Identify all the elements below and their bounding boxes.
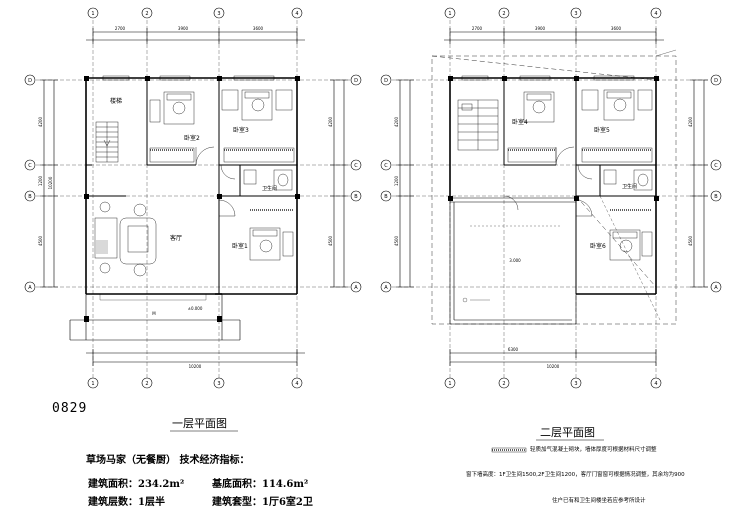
room-label-stair: 楼梯 (110, 97, 122, 105)
svg-text:C: C (714, 163, 718, 169)
svg-text:C: C (384, 163, 388, 169)
svg-text:A: A (354, 285, 358, 291)
svg-text:4500: 4500 (328, 235, 333, 246)
building-floors: 建筑层数：1层半 (88, 497, 165, 508)
svg-text:2: 2 (145, 11, 148, 17)
svg-text:1: 1 (448, 11, 451, 17)
first-floor-plan (24, 7, 362, 389)
svg-text:3: 3 (217, 381, 220, 387)
base-area: 基底面积：114.6m² (212, 479, 309, 490)
svg-text:B: B (384, 194, 388, 200)
axis-label: 1 (91, 11, 94, 17)
room-label-living: 客厅 (170, 234, 182, 242)
svg-text:C: C (354, 163, 358, 169)
svg-text:4: 4 (654, 11, 657, 17)
svg-text:D: D (384, 78, 388, 84)
dim-bottom-total: 10200 (189, 364, 202, 369)
building-area: 建筑面积：234.2m² (88, 479, 185, 490)
room-label-bath-2f: 卫生间 (622, 183, 637, 190)
level-mark-2f: 3.000 (509, 258, 521, 263)
building-type: 建筑套型：1厅6室2卫 (212, 497, 313, 508)
first-floor-title: 一层平面图 (172, 417, 227, 430)
svg-text:2: 2 (502, 381, 505, 387)
door-m-label: M (152, 311, 156, 316)
svg-text:B: B (354, 194, 358, 200)
svg-text:4500: 4500 (394, 235, 399, 246)
svg-text:4500: 4500 (688, 235, 693, 246)
dim-bottom-2f-1: 6300 (508, 347, 519, 352)
svg-text:C: C (28, 163, 32, 169)
svg-text:4200: 4200 (38, 116, 43, 127)
note-bath: 住户已有和卫生间楼坐若应参考所设计 (552, 498, 646, 504)
dim-top-1: 2700 (115, 26, 126, 31)
svg-text:10200: 10200 (48, 176, 53, 189)
svg-text:A: A (384, 285, 388, 291)
room-label-bed6: 卧室6 (590, 242, 606, 250)
second-floor-title: 二层平面图 (540, 426, 595, 439)
svg-text:1200: 1200 (38, 175, 43, 186)
note-wall: 轻质加气混凝土砌块，墙体厚度可根据材料尺寸调整 (530, 447, 657, 453)
svg-text:A: A (714, 285, 718, 291)
svg-text:B: B (28, 194, 32, 200)
tech-heading: 草场马家（无餐厨） 技术经济指标： (86, 455, 250, 466)
room-label-bed1: 卧室1 (232, 242, 248, 250)
svg-text:3900: 3900 (535, 26, 546, 31)
svg-text:4500: 4500 (38, 235, 43, 246)
second-floor-plan (380, 7, 722, 389)
svg-text:4200: 4200 (394, 116, 399, 127)
level-mark-1f: ±0.000 (188, 306, 203, 311)
svg-text:D: D (714, 78, 718, 84)
room-label-bed4: 卧室4 (512, 118, 528, 126)
dim-top-2: 3900 (178, 26, 189, 31)
svg-text:D: D (354, 78, 358, 84)
note-window-sill: 窗下墙高度：1F卫生间1500,2F卫生间1200，客厅门窗窗可根据情况调整，其… (466, 472, 685, 478)
drawing-code: 0829 (52, 401, 88, 416)
svg-text:4: 4 (654, 381, 657, 387)
room-label-bed5: 卧室5 (594, 126, 610, 134)
svg-text:1: 1 (91, 381, 94, 387)
dim-top-3: 3600 (253, 26, 264, 31)
svg-text:B: B (714, 194, 718, 200)
svg-text:4: 4 (295, 11, 298, 17)
svg-text:1200: 1200 (394, 175, 399, 186)
svg-text:4200: 4200 (328, 116, 333, 127)
svg-text:D: D (28, 78, 32, 84)
svg-text:3600: 3600 (611, 26, 622, 31)
room-label-bed3: 卧室3 (233, 126, 249, 134)
svg-text:4200: 4200 (688, 116, 693, 127)
svg-text:3: 3 (574, 11, 577, 17)
svg-text:3: 3 (217, 11, 220, 17)
room-label-bath-1f: 卫生间 (262, 185, 277, 192)
svg-text:2: 2 (145, 381, 148, 387)
svg-text:1: 1 (448, 381, 451, 387)
svg-text:4: 4 (295, 381, 298, 387)
svg-text:2700: 2700 (472, 26, 483, 31)
dim-bottom-2f-total: 10200 (547, 364, 560, 369)
svg-text:2: 2 (502, 11, 505, 17)
svg-text:3: 3 (574, 381, 577, 387)
svg-text:A: A (28, 285, 32, 291)
room-label-bed2: 卧室2 (184, 134, 200, 142)
